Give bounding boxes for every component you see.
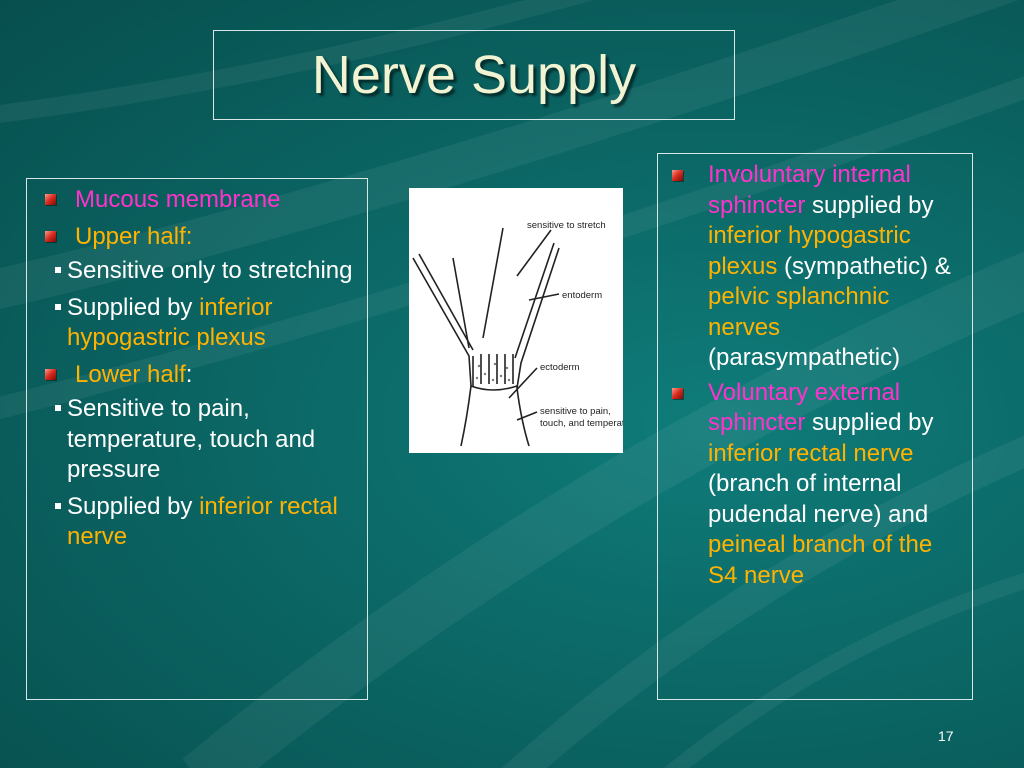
internal-sphincter-term: Involuntary internal sphincter [708,161,911,219]
internal-sphincter-plexus: inferior hypogastric plexus [708,222,911,280]
internal-sphincter-text-3: (parasympathetic) [708,344,901,371]
label-sensitive-to-stretch: sensitive to stretch [527,220,606,231]
internal-sphincter-text-2: (sympathetic) & [777,252,951,280]
upper-supply-nerve: inferior hypogastric plexus [67,293,273,352]
mucous-membrane-label: Mucous membrane [75,186,281,213]
label-ectoderm: ectoderm [540,362,580,373]
label-touch-temperature: touch, and temperature [540,418,623,429]
internal-sphincter-splanchnic: pelvic splanchnic nerves [708,283,890,341]
bullet-internal-sphincter: Involuntary internal sphincter supplied … [668,160,968,374]
upper-half-label: Upper half: [75,222,193,250]
external-sphincter-text-2: (branch of internal pudendal nerve) and [708,470,929,528]
external-sphincter-text-1: supplied by [805,409,934,436]
lower-half-label: Lower half [75,360,186,388]
sub-bullet-lower-sensitivity: Sensitive to pain, temperature, touch an… [53,394,361,486]
upper-supply-prefix: Supplied by [67,293,200,321]
bullet-upper-half: Upper half: Sensitive only to stretching… [41,222,361,354]
label-sensitive-to-pain: sensitive to pain, [540,406,611,417]
page-number: 17 [938,728,954,744]
slide-title: Nerve Supply [311,45,637,105]
external-sphincter-term: Voluntary external sphincter [708,378,901,437]
left-text-panel: Mucous membrane Upper half: Sensitive on… [26,178,368,700]
external-sphincter-rectal-nerve: inferior rectal nerve [708,439,914,467]
bullet-mucous-membrane: Mucous membrane [41,185,361,216]
lower-supply-nerve: inferior rectal nerve [67,492,338,551]
internal-sphincter-text-1: supplied by [805,191,934,219]
external-sphincter-perineal-branch: peineal branch of the S4 nerve [708,531,933,589]
sub-bullet-upper-sensitivity: Sensitive only to stretching [53,256,361,287]
sub-bullet-lower-supply: Supplied by inferior rectal nerve [53,492,361,553]
diagram-drawing: sensitive to stretch entoderm ectoderm s… [412,220,638,447]
lower-half-colon: : [185,360,193,388]
right-text-panel: Involuntary internal sphincter supplied … [657,153,973,700]
bullet-external-sphincter: Voluntary external sphincter supplied by… [668,378,968,592]
lower-supply-prefix: Supplied by [67,492,200,520]
label-entoderm: entoderm [562,290,602,301]
bullet-lower-half: Lower half: Sensitive to pain, temperatu… [41,360,361,553]
title-box: Nerve Supply [213,30,735,120]
sub-bullet-upper-supply: Supplied by inferior hypogastric plexus [53,293,361,354]
anal-canal-diagram: sensitive to stretch entoderm ectoderm s… [409,188,638,453]
